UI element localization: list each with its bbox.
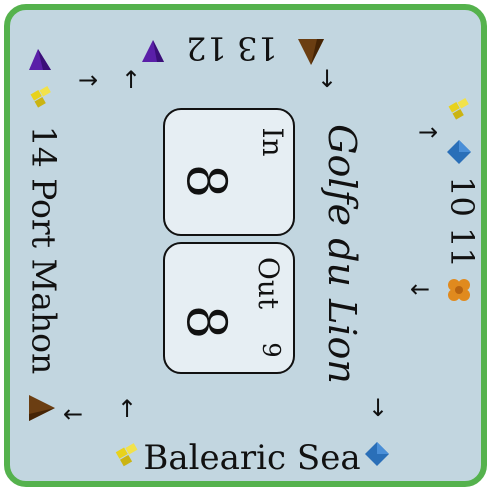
arrow-down-bottom-right: ↓ [368, 394, 389, 422]
orange-flower-icon [448, 279, 470, 301]
blue-diamond-icon [447, 140, 471, 164]
out-value: 8 [175, 304, 238, 340]
yellow-cubes-icon [30, 86, 51, 108]
arrow-down-top-right: ↓ [317, 65, 338, 93]
top-numbers: 13 12 [186, 29, 278, 67]
blue-diamond-icon [365, 442, 389, 466]
out-number: 9 [257, 342, 285, 358]
out-label: Out [252, 256, 285, 310]
arrow-up-top-left: ↑ [121, 66, 142, 94]
arrow-right-top-left: → [78, 66, 99, 94]
in-box [163, 108, 295, 236]
brown-triangle-icon [29, 395, 55, 421]
arrow-right-right-upper: → [418, 118, 439, 146]
brown-triangle-icon [298, 39, 324, 65]
in-value: 8 [175, 163, 238, 199]
right-numbers: 10 11 [443, 176, 481, 268]
arrow-left-right-lower: ← [410, 275, 431, 303]
purple-triangle-icon [29, 49, 51, 70]
yellow-cubes-icon [115, 443, 138, 467]
yellow-cubes-icon [448, 98, 469, 120]
arrow-up-bottom-left: ↑ [117, 395, 138, 423]
port-mahon-label: 14 Port Mahon [24, 125, 64, 375]
region-name: Golfe du Lion [320, 124, 364, 384]
purple-triangle-icon [142, 40, 164, 62]
arrow-left-bottom-left: ← [63, 400, 84, 428]
balearic-sea-label: Balearic Sea [143, 438, 361, 478]
in-label: In [256, 127, 289, 157]
out-box [163, 242, 295, 374]
